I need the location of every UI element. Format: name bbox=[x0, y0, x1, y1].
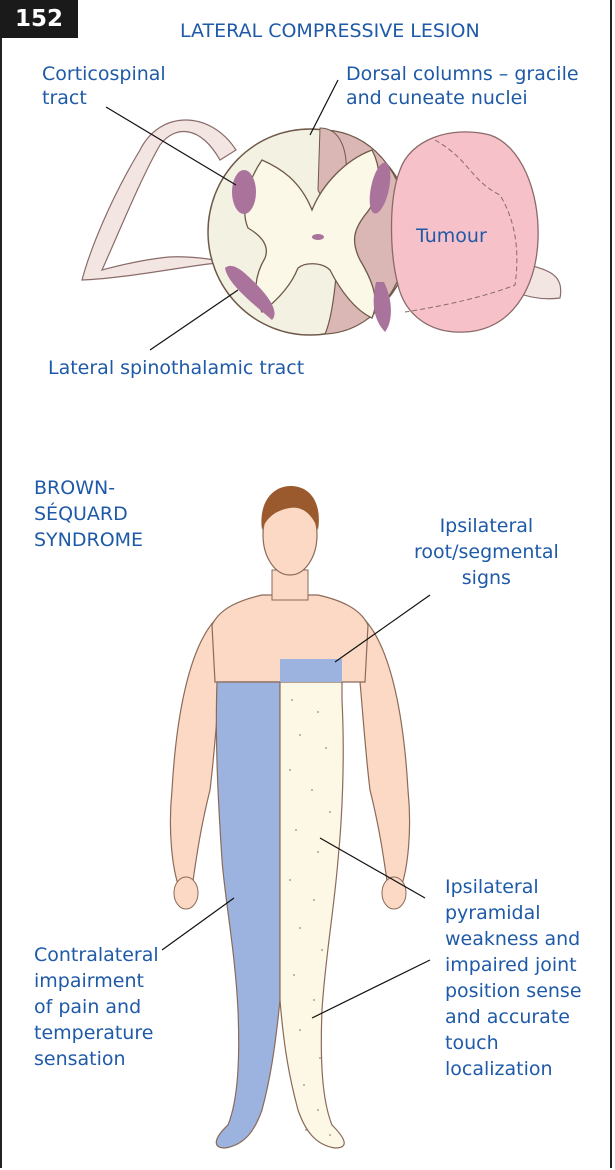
central-canal bbox=[312, 234, 324, 240]
body-figure bbox=[162, 486, 430, 1148]
spinal-cord-diagram bbox=[82, 80, 561, 350]
ipsilateral-weakness-label: Ipsilateral pyramidal weakness and impai… bbox=[445, 874, 582, 1082]
spinothalamic-label: Lateral spinothalamic tract bbox=[48, 356, 304, 380]
dorsal-columns-leader bbox=[310, 80, 338, 135]
spinothalamic-leader bbox=[150, 290, 238, 350]
root-signs-label: Ipsilateral root/segmental signs bbox=[414, 513, 559, 591]
ipsilateral-weakness-region bbox=[280, 682, 344, 1148]
syndrome-label: BROWN- SÉQUARD SYNDROME bbox=[34, 475, 143, 553]
left-hand bbox=[174, 877, 198, 909]
corticospinal-tract-left bbox=[232, 170, 256, 214]
contralateral-sensory-loss-region bbox=[216, 682, 280, 1148]
dorsal-columns-label: Dorsal columns – gracile and cuneate nuc… bbox=[346, 62, 579, 110]
corticospinal-label: Corticospinal tract bbox=[42, 62, 166, 110]
contralateral-leader bbox=[162, 898, 234, 950]
weakness-leader-lower bbox=[312, 960, 430, 1018]
contralateral-label: Contralateral impairment of pain and tem… bbox=[34, 942, 159, 1072]
tumour-label: Tumour bbox=[416, 224, 487, 248]
root-segmental-band bbox=[280, 659, 342, 682]
right-hand bbox=[382, 877, 406, 909]
